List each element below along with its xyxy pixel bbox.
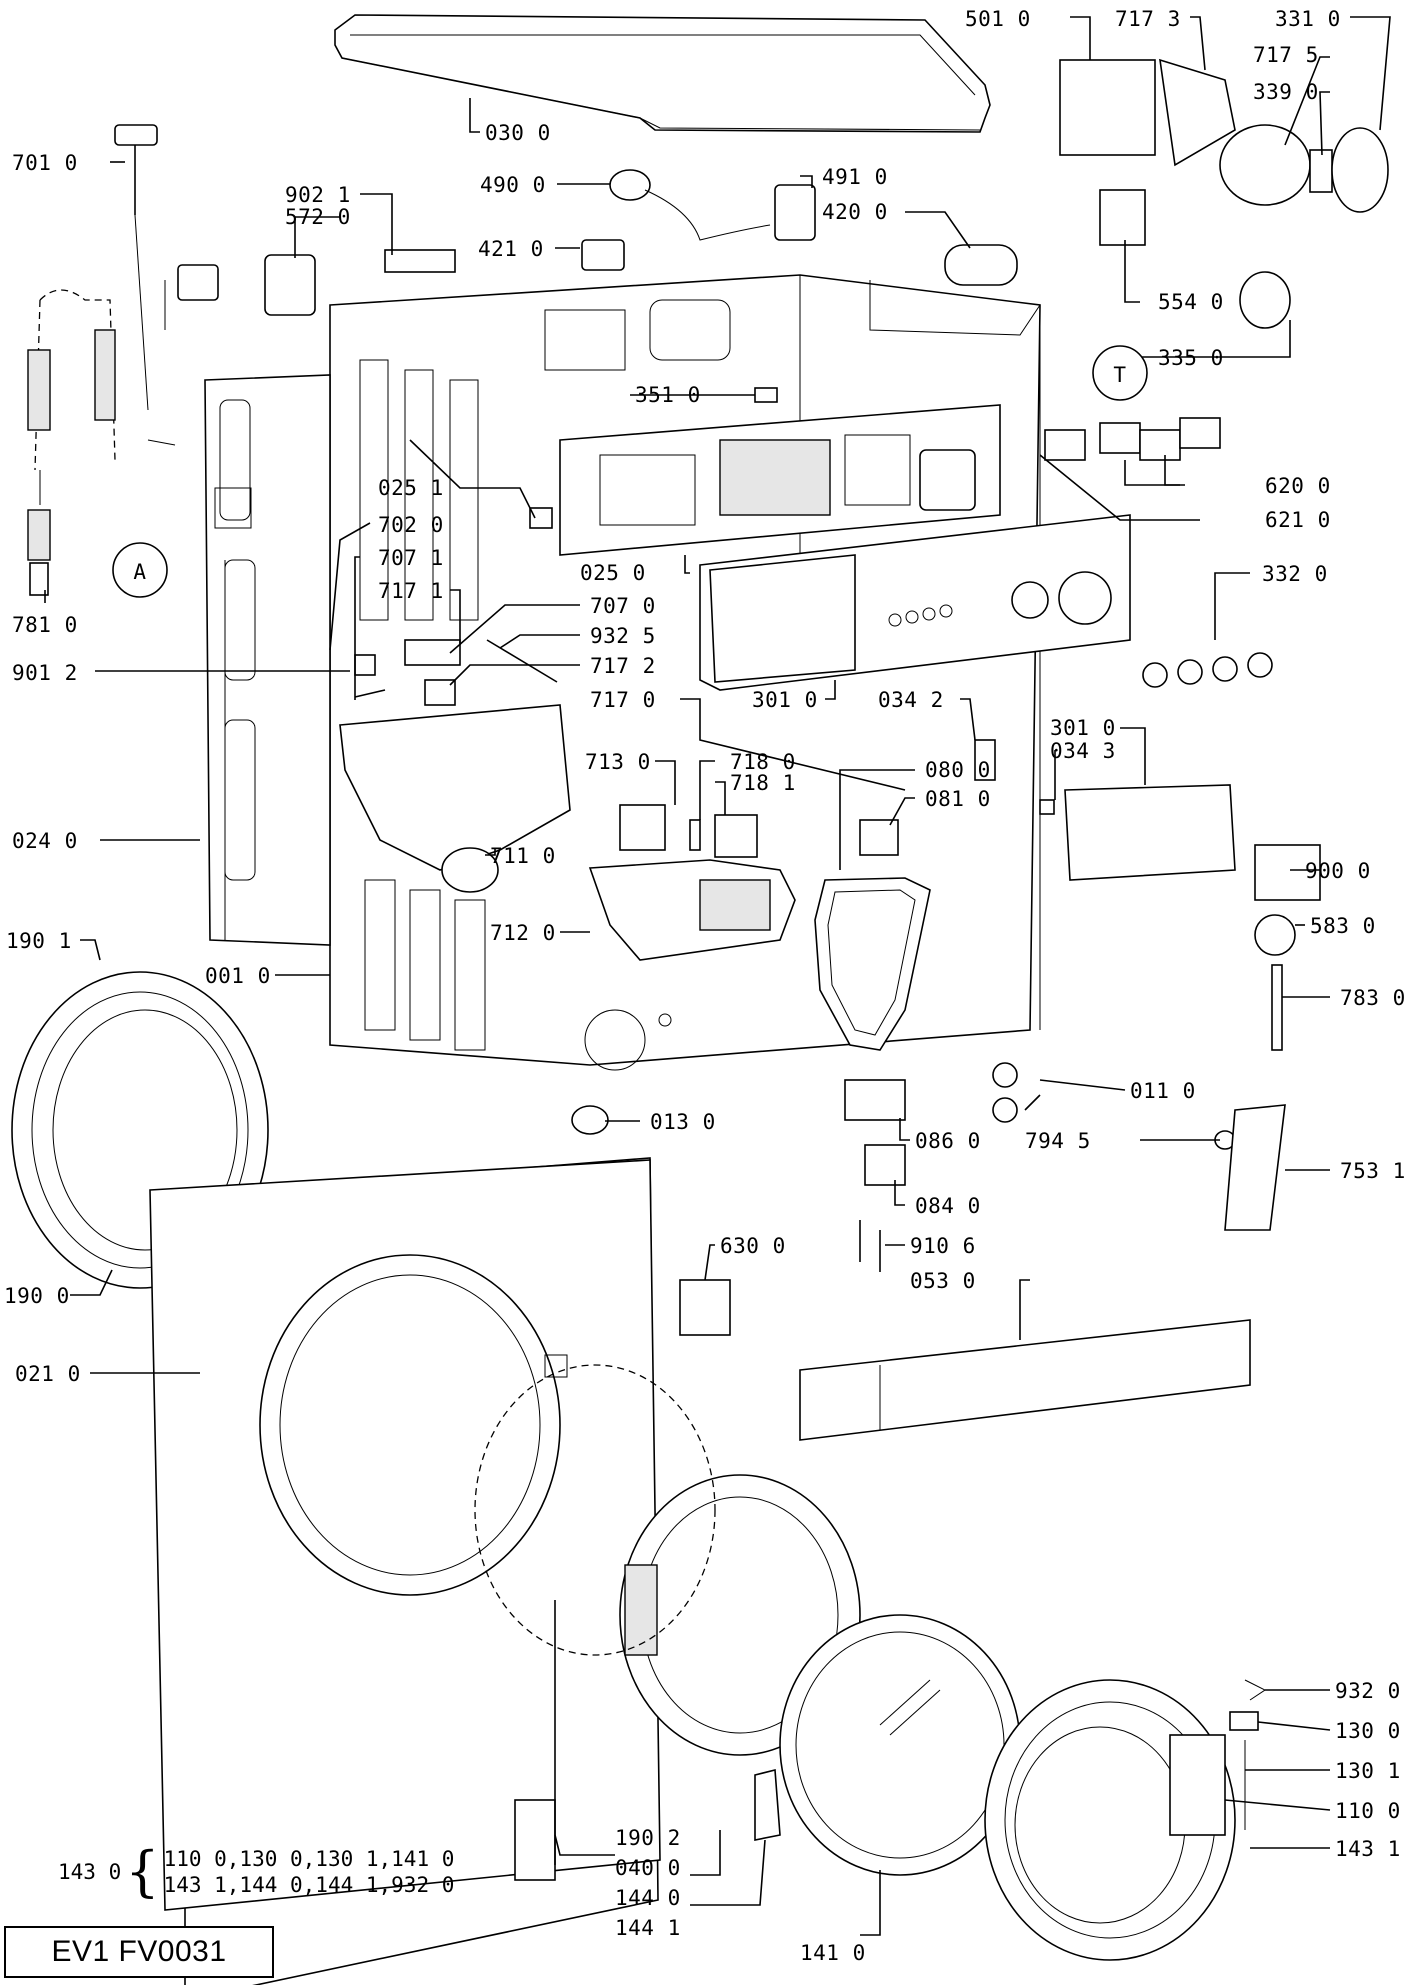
kickplate-053-0 — [799, 1319, 1251, 1441]
part-label: 910 6 — [910, 1234, 976, 1258]
part-label: 717 1 — [378, 579, 444, 603]
part-label: 332 0 — [1262, 562, 1328, 586]
part-label: 713 0 — [585, 750, 651, 774]
part-label: 144 1 — [615, 1916, 681, 1940]
hose-fitting-701-0 — [114, 124, 176, 446]
part-label: 001 0 — [205, 964, 271, 988]
legend-components: 110 0,130 0,130 1,141 0 143 1,144 0,144 … — [164, 1846, 455, 1898]
part-label: 301 0 — [1050, 716, 1116, 740]
part-label: 794 5 — [1025, 1129, 1091, 1153]
inlet-hose — [27, 289, 116, 596]
part-label: 420 0 — [822, 200, 888, 224]
side-panel-024-0 — [204, 374, 331, 946]
part-label: 351 0 — [635, 383, 701, 407]
part-label: 583 0 — [1310, 914, 1376, 938]
part-labels: 501 0 717 3 331 0 717 5 339 0 030 0 701 … — [4, 7, 1406, 1965]
part-label: 130 1 — [1335, 1759, 1401, 1783]
part-label: 084 0 — [915, 1194, 981, 1218]
part-label: 081 0 — [925, 787, 991, 811]
part-label: 717 2 — [590, 654, 656, 678]
legend-key: 143 0 — [58, 1860, 122, 1884]
part-label: 501 0 — [965, 7, 1031, 31]
part-label: 335 0 — [1158, 346, 1224, 370]
part-label: 717 5 — [1253, 43, 1319, 67]
part-label: 701 0 — [12, 151, 78, 175]
part-label: 011 0 — [1130, 1079, 1196, 1103]
door-glass-141-0 — [779, 1614, 1021, 1876]
marker-a-label: A — [133, 560, 146, 584]
part-label: 025 0 — [580, 561, 646, 585]
part-label: 718 0 — [730, 750, 796, 774]
marker-t: T — [1092, 345, 1148, 401]
leader-lines — [44, 16, 1391, 1936]
top-lid-030-0 — [334, 14, 991, 133]
part-label: 554 0 — [1158, 290, 1224, 314]
part-label: 034 2 — [878, 688, 944, 712]
part-label: 712 0 — [490, 921, 556, 945]
part-label: 144 0 — [615, 1886, 681, 1910]
part-label: 702 0 — [378, 513, 444, 537]
part-label: 190 2 — [615, 1826, 681, 1850]
part-label: 130 0 — [1335, 1719, 1401, 1743]
front-panel-021-0 — [149, 1157, 661, 1985]
marker-a: A — [112, 542, 168, 598]
part-label: 932 0 — [1335, 1679, 1401, 1703]
part-label: 190 1 — [6, 929, 72, 953]
part-label: 025 1 — [378, 476, 444, 500]
marker-t-label: T — [1113, 363, 1126, 387]
part-label: 421 0 — [478, 237, 544, 261]
part-label: 717 3 — [1115, 7, 1181, 31]
part-label: 753 1 — [1340, 1159, 1406, 1183]
part-label: 707 1 — [378, 546, 444, 570]
part-label: 491 0 — [822, 165, 888, 189]
part-label: 331 0 — [1275, 7, 1341, 31]
part-label: 932 5 — [590, 624, 656, 648]
part-label: 030 0 — [485, 121, 551, 145]
part-label: 620 0 — [1265, 474, 1331, 498]
part-label: 901 2 — [12, 661, 78, 685]
door-outline-dashed — [474, 1364, 716, 1656]
small-parts — [164, 58, 1389, 1881]
part-label: 086 0 — [915, 1129, 981, 1153]
part-label: 034 3 — [1050, 739, 1116, 763]
part-label: 021 0 — [15, 1362, 81, 1386]
part-label: 013 0 — [650, 1110, 716, 1134]
assembly-legend: 143 0 { 110 0,130 0,130 1,141 0 143 1,14… — [58, 1845, 454, 1899]
part-label: 141 0 — [800, 1941, 866, 1965]
part-label: 717 0 — [590, 688, 656, 712]
part-label: 900 0 — [1305, 859, 1371, 883]
part-label: 040 0 — [615, 1856, 681, 1880]
part-label: 490 0 — [480, 173, 546, 197]
part-label: 630 0 — [720, 1234, 786, 1258]
part-label: 053 0 — [910, 1269, 976, 1293]
part-label: 711 0 — [490, 844, 556, 868]
control-backplate-025-0 — [559, 404, 1001, 556]
drawing-code: EV1 FV0031 — [4, 1926, 274, 1978]
part-label: 718 1 — [730, 771, 796, 795]
part-label: 080 0 — [925, 758, 991, 782]
part-label: 707 0 — [590, 594, 656, 618]
legend-line-2: 143 1,144 0,144 1,932 0 — [163, 1873, 455, 1897]
part-label: 190 0 — [4, 1284, 70, 1308]
part-label: 902 1 — [285, 183, 351, 207]
fascia-panel-301-0 — [699, 514, 1131, 691]
part-label: 781 0 — [12, 613, 78, 637]
dispenser-housing-711-0 — [339, 704, 571, 893]
part-label: 783 0 — [1340, 986, 1406, 1010]
part-label: 110 0 — [1335, 1799, 1401, 1823]
part-label: 301 0 — [752, 688, 818, 712]
legend-line-1: 110 0,130 0,130 1,141 0 — [163, 1847, 455, 1871]
part-label: 339 0 — [1253, 80, 1319, 104]
part-label: 621 0 — [1265, 508, 1331, 532]
part-label: 024 0 — [12, 829, 78, 853]
part-label: 572 0 — [285, 205, 351, 229]
part-label: 143 1 — [1335, 1837, 1401, 1861]
dispenser-drawer-712-0 — [588, 859, 796, 961]
legend-brace-icon: { — [125, 1840, 160, 1903]
sump-hose-080-0 — [814, 877, 931, 1051]
